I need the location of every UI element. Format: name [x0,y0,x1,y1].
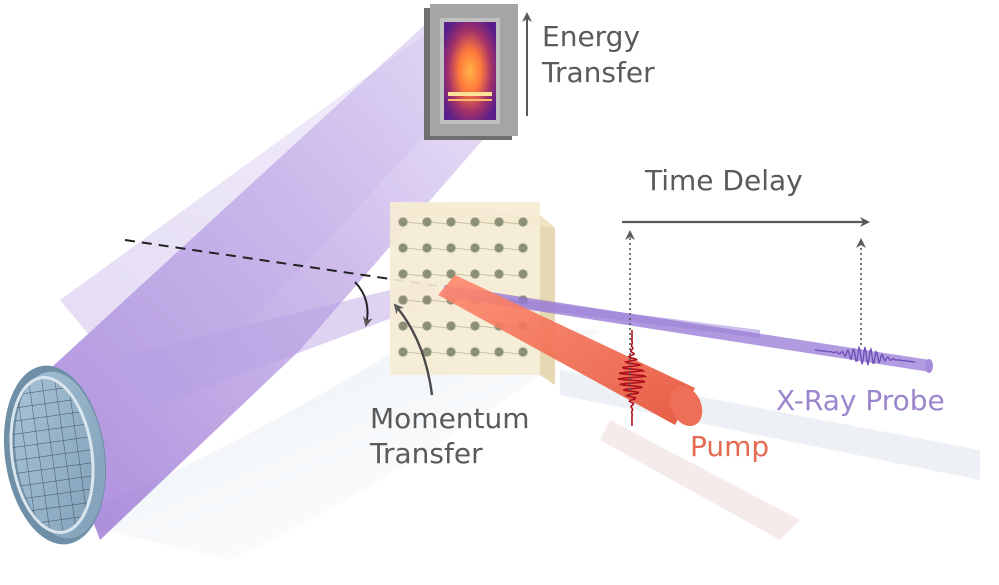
lattice-bond [478,273,496,277]
spectrometer-detector [424,4,518,140]
lattice-bond [502,247,520,251]
lattice-bond [454,325,472,329]
lattice-atom [494,217,504,227]
lattice-atom [422,295,432,305]
lattice-bond [430,247,448,251]
pump-pulse-waveform [617,330,648,426]
momentum-transfer-label-line2: Transfer [369,437,483,470]
momentum-transfer-label-line1: Momentum [370,402,530,435]
lattice-atom [422,243,432,253]
lattice-bond [406,221,424,225]
lattice-atom [446,217,456,227]
lattice-atom [398,217,408,227]
lattice-bond [430,273,448,277]
lattice-atom [470,269,480,279]
lattice-atom [470,217,480,227]
lattice-bond [478,221,496,225]
pump-beam [438,275,695,425]
lattice-atom [518,269,528,279]
lattice-atom [494,269,504,279]
lattice-atom [446,243,456,253]
lattice-atom [398,347,408,357]
lattice-bond [430,325,448,329]
lattice-atom [398,243,408,253]
lattice-bond [406,299,424,303]
lattice-bond [406,247,424,251]
xray-probe-beam-secondary [445,290,760,338]
pump-beam-end [669,385,703,427]
lattice-atom [398,295,408,305]
lattice-atom [446,321,456,331]
lattice-bond [454,273,472,277]
lattice-atom [422,321,432,331]
momentum-transfer-arrow [393,303,434,396]
lattice-bond [406,351,424,355]
rotation-arrow [354,281,373,327]
lattice-atom [470,243,480,253]
lattice-bond [502,351,520,355]
xray-probe-beam-end [925,359,933,373]
lattice-atom [398,321,408,331]
lattice-atom [470,321,480,331]
lattice-atom [494,347,504,357]
lattice-atom [398,269,408,279]
energy-transfer-label-line1: Energy [542,20,640,53]
lattice-bond [430,299,448,303]
lattice-atom [518,347,528,357]
lattice-bond [454,221,472,225]
lattice-atom [518,217,528,227]
lattice-bond [454,351,472,355]
lattice-bond [430,351,448,355]
xray-probe-label: X-Ray Probe [776,384,945,417]
lattice-atom [422,217,432,227]
lattice-bond [502,273,520,277]
scattered-xray-beam-lower [45,280,440,420]
lattice-atom [470,347,480,357]
lattice-bond [502,221,520,225]
energy-transfer-label-line2: Transfer [541,56,655,89]
sample-normal-dashed [124,239,446,288]
lattice-bond [478,351,496,355]
time-delay-label: Time Delay [644,164,803,197]
lattice-atom [446,347,456,357]
scattered-xray-beam-upper [60,20,445,420]
lattice-bond [454,247,472,251]
lattice-bond [406,273,424,277]
pump-label: Pump [690,430,769,463]
lattice-atom [518,243,528,253]
lattice-atom [494,243,504,253]
lattice-bond [478,247,496,251]
area-detector-disk [3,365,107,545]
lattice-atom [422,269,432,279]
probe-pulse-waveform [814,345,916,366]
lattice-bond [478,325,496,329]
lattice-bond [430,221,448,225]
